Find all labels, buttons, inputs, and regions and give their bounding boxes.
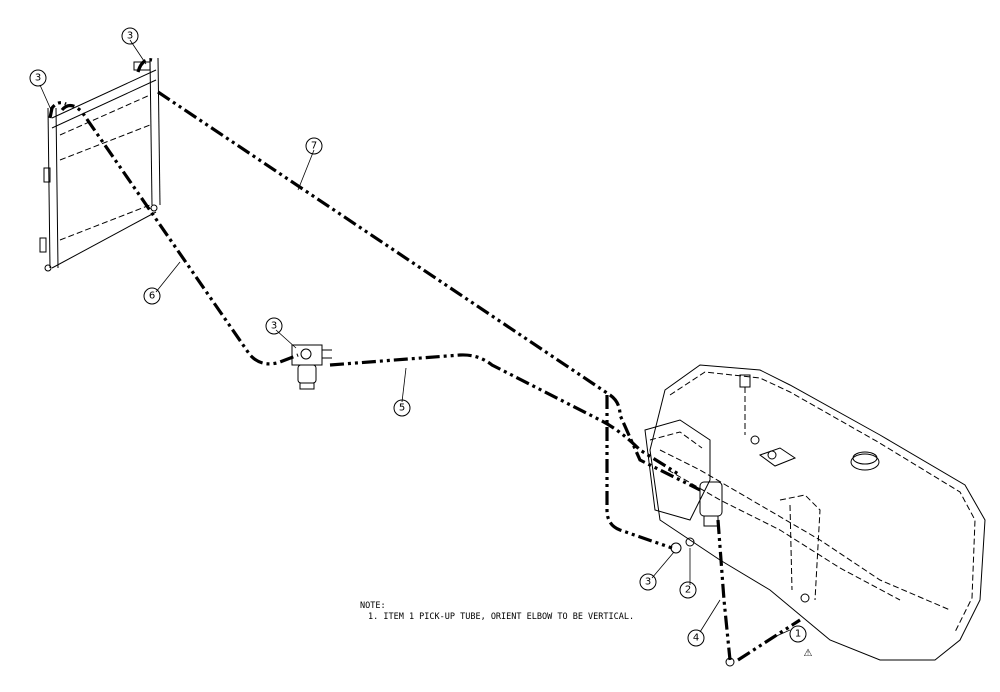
callout-4-label: 6 [149,291,155,302]
callout-2: 3 [29,69,47,87]
callout-8-label: 2 [685,585,691,596]
hose-top-left [136,58,153,73]
callout-9: 4 [687,629,705,647]
callout-4: 6 [143,287,161,305]
callout-8: 2 [679,581,697,599]
note-line-1: 1. ITEM 1 PICK-UP TUBE, ORIENT ELBOW TO … [368,612,634,622]
callout-5: 3 [265,317,283,335]
callout-1-label: 3 [127,31,133,42]
hose-top-left-2 [48,101,67,119]
hose-lines [48,58,801,662]
leader-lines [39,39,791,639]
callout-10-label: 1 [795,629,801,640]
callout-1: 3 [121,27,139,45]
callout-3: 7 [305,137,323,155]
hose-7 [157,90,701,492]
cooler-frame [39,57,161,272]
callout-3-label: 7 [311,141,317,152]
fuel-tank [644,364,986,661]
warning-icon: ⚠ [804,648,813,659]
callout-2-label: 3 [35,73,41,84]
hose-return [605,395,673,550]
hose-6 [60,103,299,366]
hose-4 [716,519,732,661]
callout-6: 5 [393,399,411,417]
callout-6-label: 5 [399,403,405,414]
hose-5 [329,353,681,477]
fuel-filter [291,344,332,390]
callout-7: 3 [639,573,657,591]
pickup-tube-1 [737,618,801,662]
fittings [670,537,810,667]
note-heading: NOTE: [360,601,386,611]
callout-9-label: 4 [693,633,699,644]
callout-5-label: 3 [271,321,277,332]
callout-10: 1 [789,625,807,643]
callout-7-label: 3 [645,577,651,588]
